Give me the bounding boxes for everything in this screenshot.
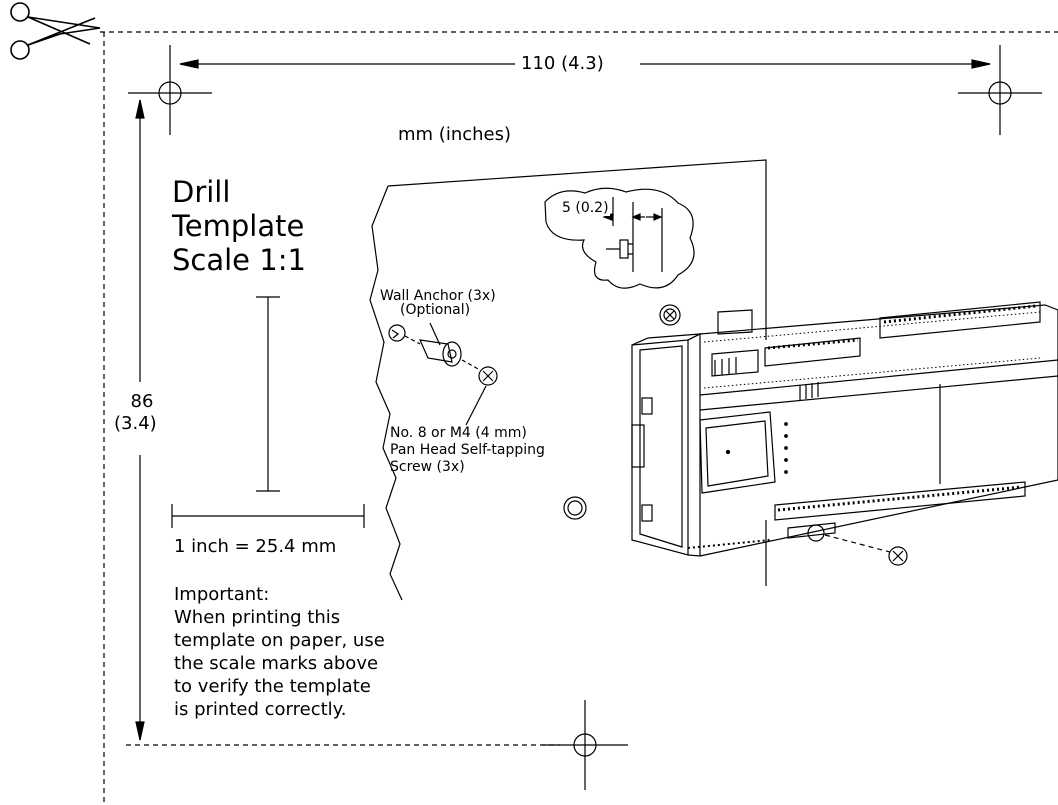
height-dimension-inches: (3.4) (114, 413, 157, 434)
width-dimension-label: 110 (4.3) (521, 53, 604, 74)
title-line-2: Template (172, 209, 305, 243)
controller-device (631, 301, 1058, 557)
title-line-3: Scale 1:1 (172, 243, 306, 277)
note-line-4: to verify the template (174, 676, 371, 697)
bottom-screw-path (824, 534, 891, 553)
wall-panel (369, 159, 767, 601)
wall-anchor-optional-label: (Optional) (400, 302, 471, 318)
width-dimension-line (179, 59, 991, 69)
wall-anchor-icon (388, 322, 481, 371)
height-dimension-value: 86 (130, 391, 154, 412)
note-heading: Important: (174, 584, 270, 605)
note-line-2: template on paper, use (174, 630, 385, 651)
screw-icon (888, 546, 908, 566)
note-line-5: is printed correctly. (174, 699, 347, 720)
note-line-3: the scale marks above (174, 653, 379, 674)
height-dimension-line (135, 99, 145, 741)
wall-anchor-label: Wall Anchor (3x) (380, 288, 496, 304)
units-label: mm (inches) (398, 124, 512, 145)
screw-icon (478, 366, 498, 386)
spacing-label: 5 (0.2) (561, 200, 610, 216)
scissors-icon (10, 2, 101, 60)
screw-icon (659, 304, 681, 326)
title-line-1: Drill (172, 175, 231, 209)
crosshair-icon (128, 45, 212, 135)
crosshair-icon (542, 700, 628, 790)
screw-label-line-3: Screw (3x) (390, 459, 465, 475)
screw-label-line-1: No. 8 or M4 (4 mm) (390, 425, 527, 441)
note-line-1: When printing this (174, 607, 341, 628)
screw-leader-line (465, 385, 487, 426)
detail-cloud (544, 187, 695, 289)
mounting-hole-icon (563, 496, 587, 520)
screw-label-line-2: Pan Head Self-tapping (390, 442, 545, 458)
crosshair-icon (958, 45, 1042, 135)
vertical-scale-mark (256, 296, 280, 492)
horizontal-scale-mark (171, 504, 365, 528)
scale-reference-label: 1 inch = 25.4 mm (174, 536, 337, 557)
